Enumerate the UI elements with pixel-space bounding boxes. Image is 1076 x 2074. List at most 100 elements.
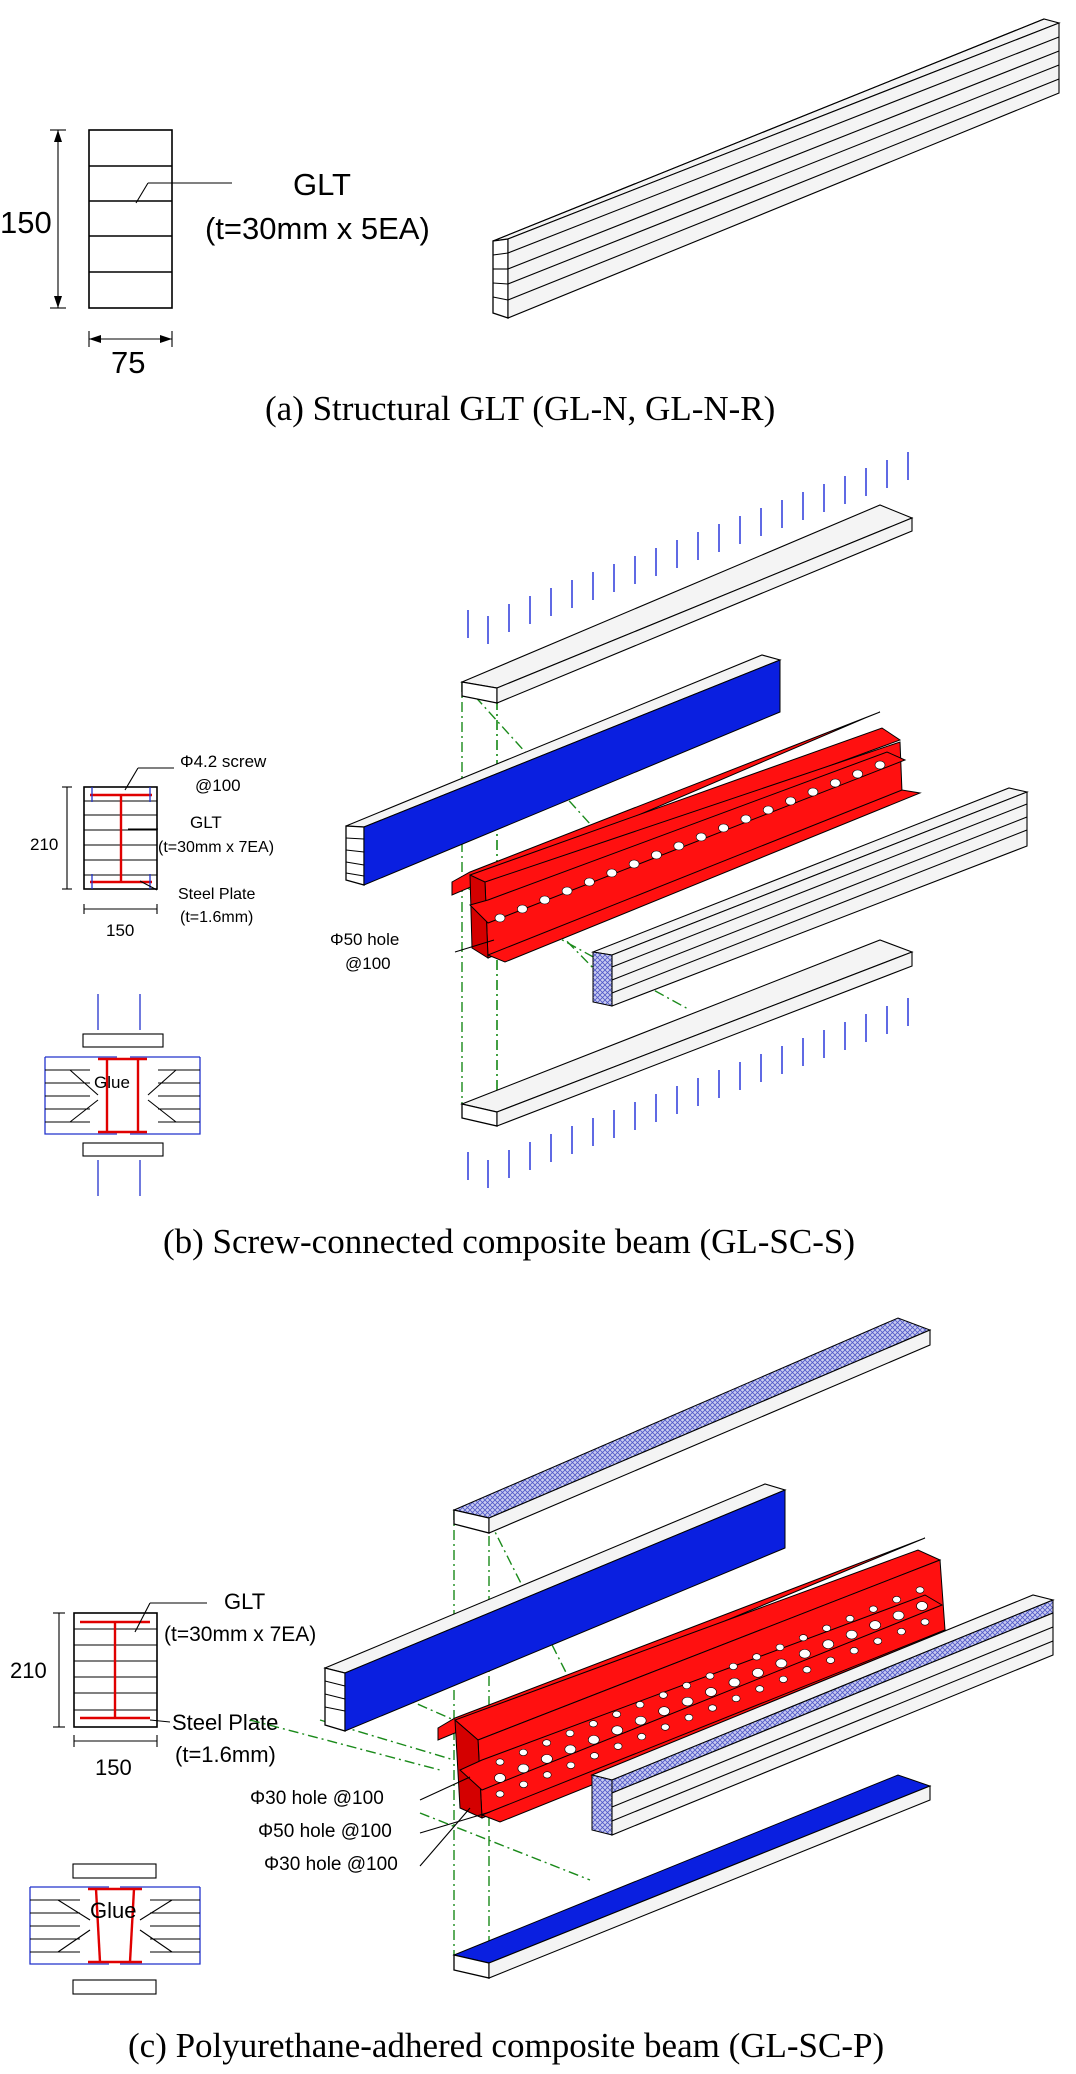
caption-b: (b) Screw-connected composite beam (GL-S… — [163, 1222, 855, 1261]
panel-b: 210 150 Φ4.2 screw @100 GLT (t=30mm x 7E… — [30, 452, 1029, 1261]
plate-hole-c — [897, 1628, 906, 1636]
plate-hole-c — [915, 1586, 925, 1594]
plate-hole-c — [752, 1653, 761, 1661]
dim-width-a: 75 — [111, 345, 145, 380]
dim-width-c: 150 — [95, 1755, 132, 1780]
plate-hole-c — [920, 1618, 930, 1626]
plate-hole-c — [728, 1677, 741, 1688]
plate-hole-b — [539, 895, 551, 905]
plate-hole-c — [892, 1610, 905, 1621]
plate-hole-b — [785, 796, 796, 806]
plate-hole-c — [635, 1701, 645, 1709]
plate-hole-b — [628, 859, 640, 869]
label-glt-b: GLT — [190, 813, 222, 832]
glue-detail-c — [29, 1863, 201, 1995]
label-screw-b: Φ4.2 screw — [180, 752, 267, 771]
plate-hole-c — [590, 1752, 599, 1760]
plate-hole-c — [845, 1615, 855, 1623]
plate-hole-c — [705, 1687, 717, 1697]
plate-hole-c — [566, 1761, 576, 1769]
label-plate-b: Steel Plate — [178, 886, 255, 903]
plate-hole-c — [517, 1763, 530, 1774]
plate-hole-c — [775, 1658, 788, 1669]
dim-height-c: 210 — [10, 1658, 47, 1683]
left-glt-c — [323, 1483, 787, 1732]
label-glt-c: GLT — [224, 1589, 265, 1614]
label-glue-c: Glue — [90, 1898, 136, 1923]
plate-hole-c — [849, 1647, 859, 1655]
plate-hole-c — [634, 1715, 647, 1726]
left-glt-b — [345, 654, 782, 886]
plate-hole-c — [755, 1685, 765, 1693]
plate-hole-c — [826, 1656, 835, 1664]
plate-hole-c — [564, 1744, 577, 1755]
label-plate-spec-c: (t=1.6mm) — [175, 1742, 276, 1767]
label-hole-1-c: Φ30 hole @100 — [250, 1788, 384, 1809]
label-plate-spec-b: (t=1.6mm) — [180, 909, 253, 926]
panel-c: 210 150 GLT (t=30mm x 7EA) Steel Plate (… — [10, 1317, 1055, 2065]
plate-hole-c — [519, 1748, 528, 1756]
plate-hole-c — [659, 1691, 668, 1699]
plate-hole-c — [542, 1739, 551, 1747]
dim-height-a: 150 — [0, 205, 52, 240]
label-glt-a: GLT — [293, 167, 351, 202]
right-glt-b — [590, 787, 1029, 1007]
plate-hole-b — [584, 877, 595, 887]
exploded-view-b — [345, 452, 1029, 1188]
plate-hole-b — [740, 814, 752, 824]
label-glt-spec-a: (t=30mm x 5EA) — [205, 211, 430, 246]
plate-hole-c — [729, 1662, 738, 1670]
plate-hole-c — [845, 1629, 858, 1640]
plate-hole-b — [874, 760, 886, 770]
plate-hole-c — [779, 1675, 788, 1683]
plate-hole-c — [495, 1790, 505, 1798]
plate-hole-c — [869, 1620, 881, 1630]
screws-top-b — [467, 452, 909, 1188]
plate-hole-c — [705, 1672, 715, 1680]
dim-height-b: 210 — [30, 835, 58, 854]
plate-hole-c — [802, 1666, 812, 1674]
plate-hole-c — [752, 1668, 764, 1678]
plate-hole-b — [829, 778, 841, 788]
plate-hole-b — [695, 832, 707, 842]
label-hole-spacing-b: @100 — [345, 954, 391, 973]
plate-hole-c — [822, 1639, 835, 1649]
cross-section-b — [62, 767, 174, 914]
plate-hole-c — [731, 1694, 741, 1702]
plate-hole-c — [799, 1634, 808, 1642]
steel-plates-b — [451, 711, 922, 963]
plate-hole-c — [916, 1601, 928, 1611]
label-plate-c: Steel Plate — [172, 1710, 278, 1735]
label-hole-b: Φ50 hole — [330, 930, 399, 949]
plate-hole-c — [519, 1780, 528, 1788]
plate-hole-c — [682, 1682, 691, 1690]
exploded-view-c — [249, 1317, 1055, 1979]
label-screw-spacing-b: @100 — [195, 776, 241, 795]
plate-hole-c — [775, 1643, 785, 1651]
plate-hole-c — [708, 1704, 717, 1712]
plate-hole-b — [807, 787, 819, 797]
plate-hole-c — [681, 1696, 694, 1707]
glt-beam-3d-a — [492, 18, 1061, 319]
top-glue-strip-c — [452, 1317, 932, 1534]
plate-hole-c — [613, 1742, 623, 1750]
plate-hole-c — [541, 1754, 553, 1764]
glue-detail-b — [44, 994, 201, 1196]
plate-hole-b — [852, 769, 863, 779]
plate-hole-c — [798, 1649, 811, 1659]
cross-section-c — [53, 1602, 207, 1747]
plate-hole-c — [660, 1723, 670, 1731]
label-hole-3-c: Φ30 hole @100 — [264, 1854, 398, 1875]
right-glt-c — [590, 1594, 1055, 1836]
plate-hole-c — [873, 1637, 883, 1645]
plate-hole-c — [684, 1714, 694, 1722]
glt-cross-section-a — [50, 129, 232, 347]
plate-hole-c — [611, 1725, 624, 1735]
plate-hole-b — [517, 904, 528, 914]
plate-hole-b — [606, 868, 618, 878]
label-hole-2-c: Φ50 hole @100 — [258, 1821, 392, 1842]
panel-a: 150 75 GLT (t=30mm x 5EA) (a) Structural… — [0, 18, 1061, 428]
label-glt-spec-c: (t=30mm x 7EA) — [164, 1623, 316, 1646]
plate-hole-b — [561, 886, 573, 896]
